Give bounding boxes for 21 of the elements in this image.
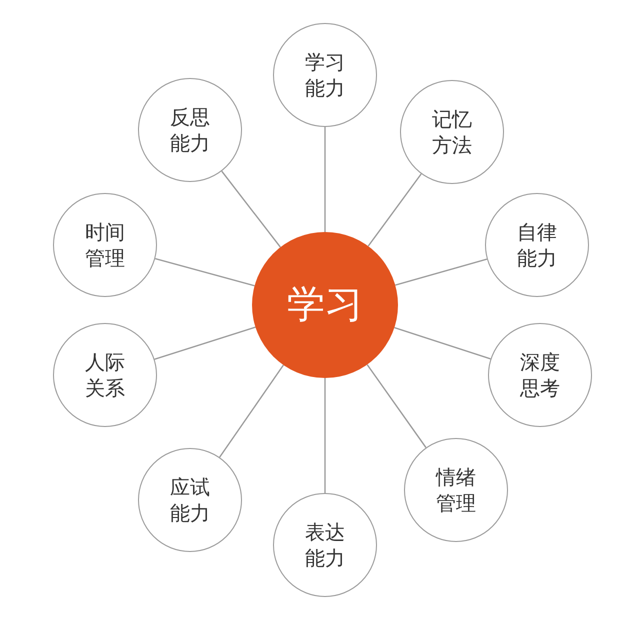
topic-label: 深度思考: [520, 349, 560, 401]
topic-label: 应试能力: [170, 474, 210, 526]
connector-line: [394, 326, 491, 360]
topic-label: 记忆方法: [432, 106, 472, 158]
connector-line: [154, 326, 256, 360]
topic-label: 人际关系: [84, 349, 126, 401]
topic-label: 反思能力: [170, 104, 210, 156]
connector-line: [324, 378, 326, 493]
topic-label: 表达能力: [304, 519, 346, 571]
connector-line: [219, 364, 284, 458]
connector-line: [155, 258, 255, 286]
topic-label: 时间管理: [84, 219, 126, 271]
connector-line: [221, 170, 281, 248]
topic-label: 学习能力: [304, 49, 346, 101]
connector-line: [324, 127, 326, 232]
connector-line: [366, 364, 426, 448]
connector-line: [368, 174, 422, 247]
topic-label: 自律能力: [516, 219, 558, 271]
topic-label: 情绪管理: [436, 464, 476, 516]
connector-line: [395, 258, 488, 286]
center-label: 学习: [287, 281, 363, 328]
